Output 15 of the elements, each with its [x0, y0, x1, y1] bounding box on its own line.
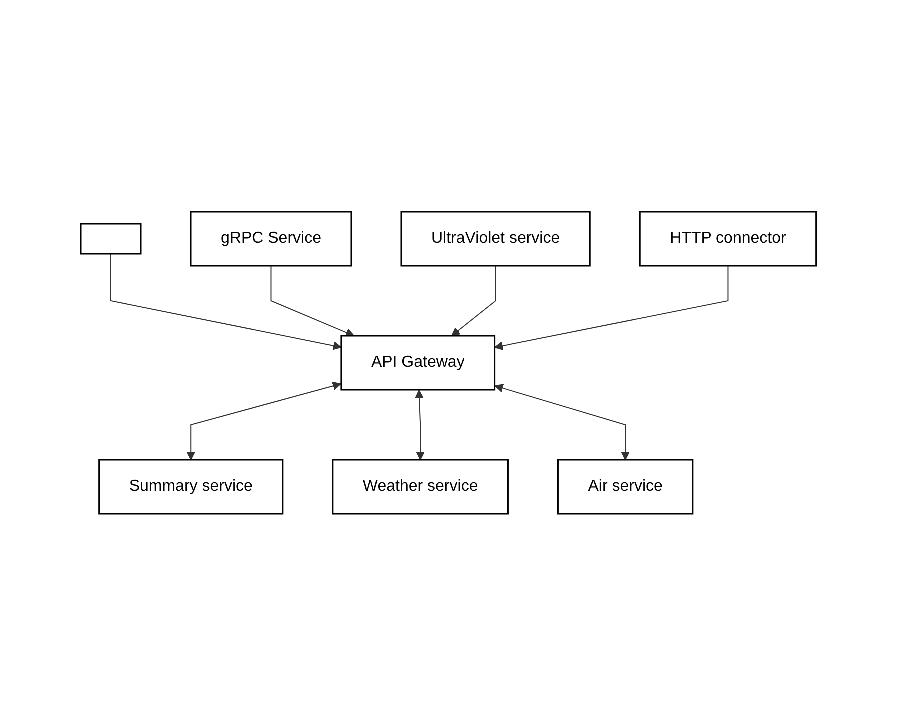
arrow — [271, 266, 355, 337]
node-box: HTTP connector — [640, 211, 818, 267]
node-box: Air service — [558, 459, 694, 515]
node-box: UltraViolet service — [401, 211, 592, 267]
arrow — [415, 390, 426, 460]
node-box: API Gateway — [341, 335, 496, 391]
arrow — [187, 382, 342, 460]
arrow — [452, 266, 497, 336]
arrow — [494, 266, 730, 350]
node-box: Weather service — [332, 459, 510, 515]
node-box: gRPC Service — [190, 211, 353, 267]
node-box: Summary service — [98, 459, 284, 515]
arrow — [110, 254, 342, 350]
node-box — [80, 223, 142, 255]
arrow — [495, 384, 630, 460]
